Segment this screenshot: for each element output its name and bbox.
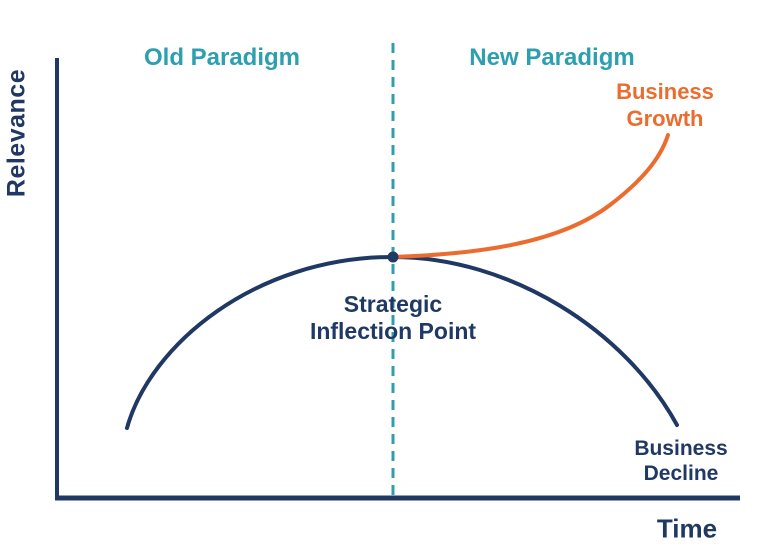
- business-decline-label: Business Decline: [634, 437, 728, 485]
- inflection-point-dot: [387, 251, 399, 263]
- business-growth-curve: [391, 133, 670, 259]
- old-paradigm-label: Old Paradigm: [143, 44, 301, 71]
- business-growth-label: Business Growth: [616, 79, 714, 131]
- x-axis-label: Time: [656, 513, 718, 544]
- new-paradigm-label: New Paradigm: [469, 44, 635, 71]
- strategic-inflection-point-label: Strategic Inflection Point: [309, 291, 477, 344]
- y-axis-label: Relevance: [2, 68, 31, 198]
